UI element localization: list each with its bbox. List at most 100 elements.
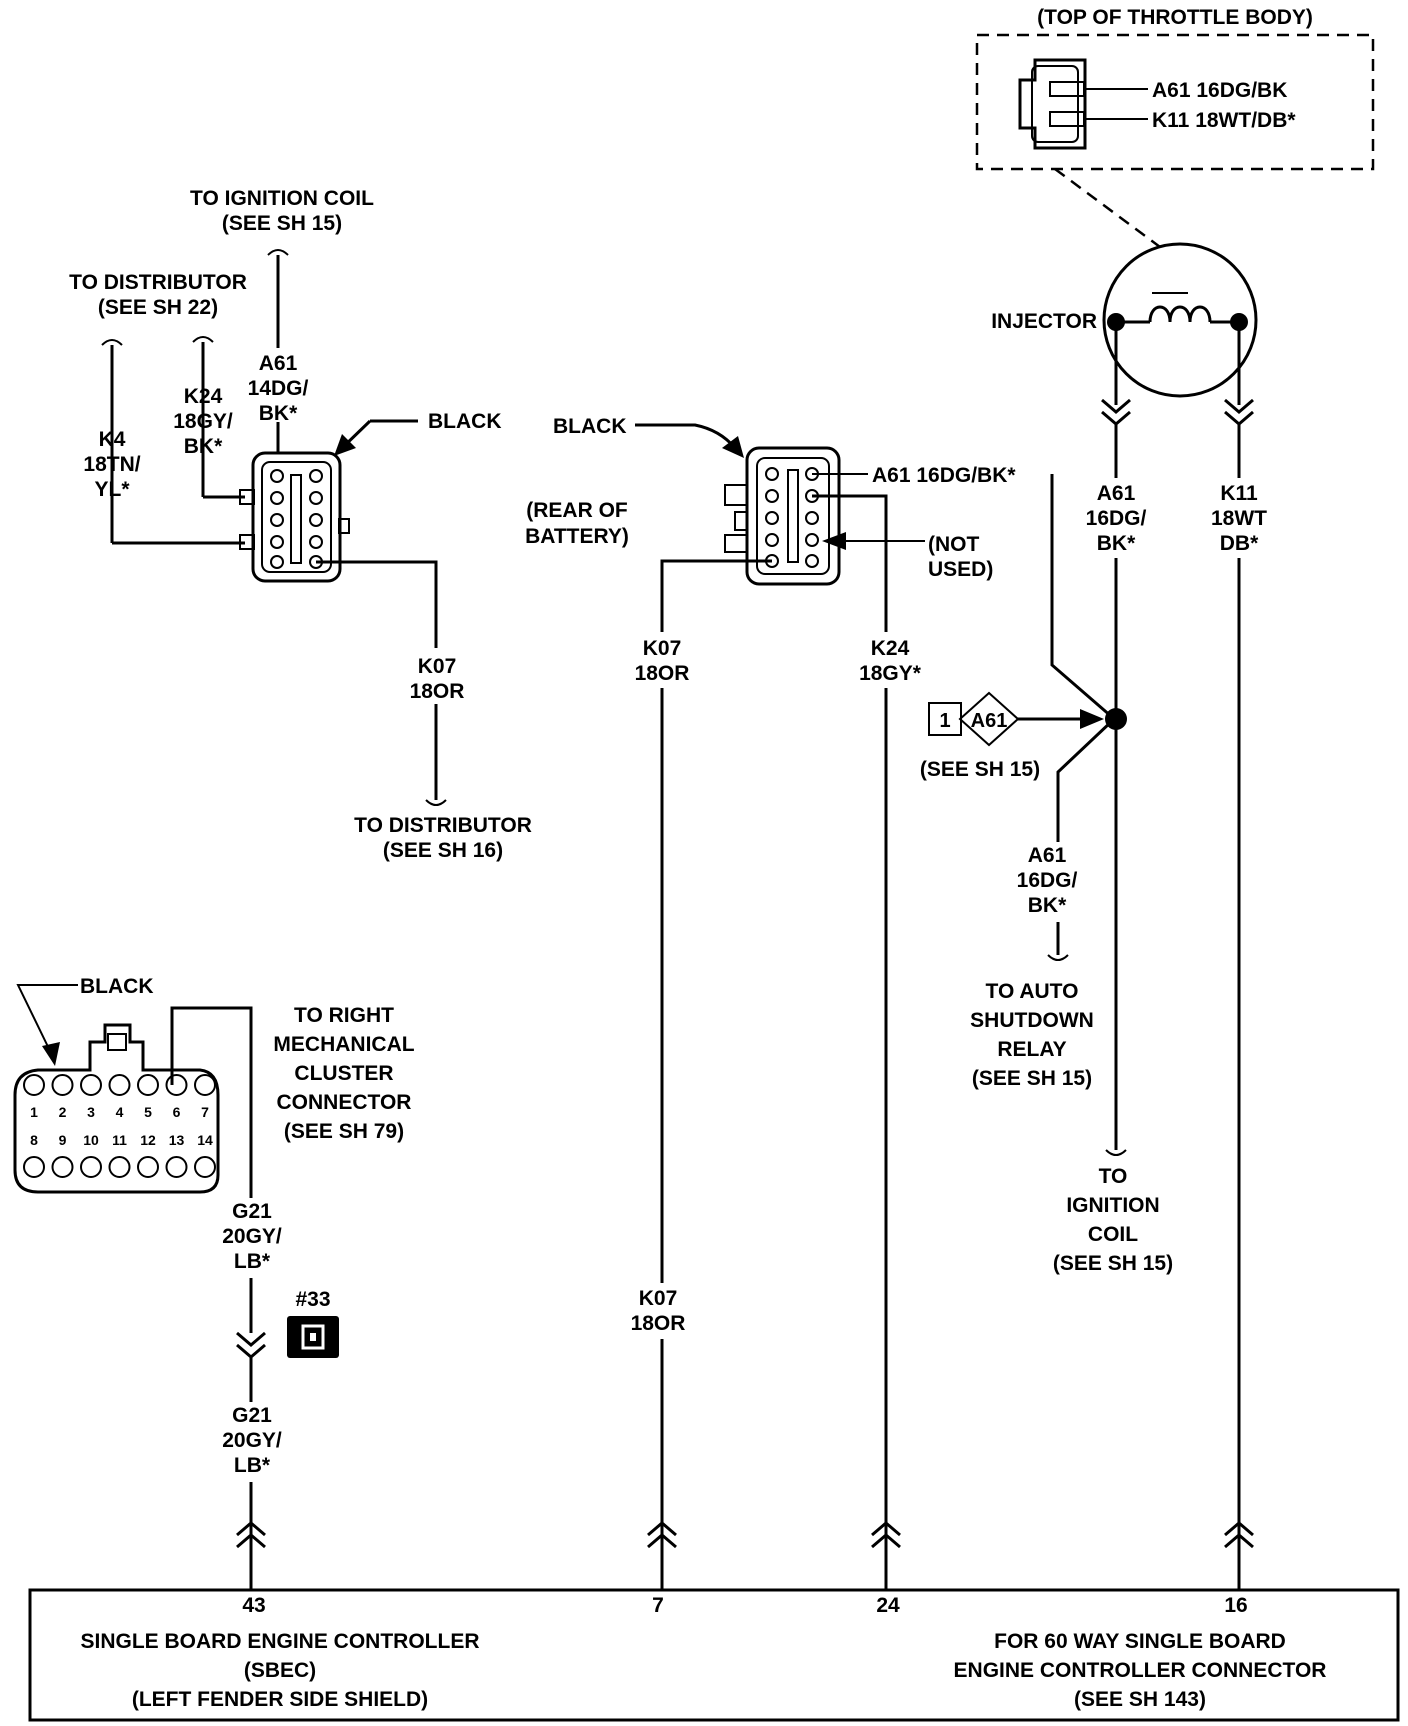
asd-line2: SHUTDOWN (970, 1009, 1094, 1032)
splice-point (1105, 708, 1127, 730)
battery-connector: BLACK (REAR OF BATTERY) A61 16DG/BK* (NO… (525, 415, 1016, 586)
sbec-left-line3: (LEFT FENDER SIDE SHIELD) (132, 1688, 428, 1711)
cluster-pin-socket-top (137, 1074, 159, 1096)
k07-left-label: K07 18OR (405, 648, 467, 704)
ignition-coil-top-label: TO IGNITION COIL (SEE SH 15) (190, 187, 374, 235)
splice-box-number: 1 (939, 710, 950, 732)
k07-mid-label: K07 18OR (622, 632, 702, 688)
cluster-pin-socket-bottom (194, 1156, 216, 1178)
distributor-top-label: TO DISTRIBUTOR (SEE SH 22) (69, 271, 247, 319)
a61-battery-to-splice (1050, 474, 1113, 719)
ignition-coil-top-line2: (SEE SH 15) (222, 212, 342, 235)
k24-left-gauge: 18GY/ (173, 410, 233, 433)
sbec-pin-43: 43 (242, 1594, 265, 1617)
sbec-box: 43 7 24 16 SINGLE BOARD ENGINE CONTROLLE… (28, 1588, 1400, 1722)
splice-box-label: A61 (971, 710, 1008, 732)
distributor-bottom-label: TO DISTRIBUTOR (SEE SH 16) (354, 814, 532, 862)
k24-left-code: K24 (184, 385, 223, 408)
cluster-pin-socket-bottom (165, 1156, 188, 1178)
cluster-pin-number-top: 5 (144, 1104, 152, 1120)
cluster-label: TO RIGHT MECHANICAL CLUSTER CONNECTOR (S… (273, 1004, 414, 1143)
k07-low-code: K07 (639, 1287, 678, 1310)
k24-mid-wire (812, 494, 888, 1590)
a61-injector-label: A61 16DG/ BK* (1084, 478, 1148, 558)
battery-location-line2: BATTERY) (525, 525, 629, 548)
g21-lower-code: G21 (232, 1404, 272, 1427)
k11-injector-label: K11 18WT DB* (1205, 478, 1273, 558)
cluster-pin-socket-bottom (108, 1156, 131, 1178)
cluster-pin-number-bottom: 14 (197, 1132, 213, 1148)
cluster-pin-number-top: 2 (59, 1104, 67, 1120)
sbec-pin-24: 24 (876, 1594, 900, 1617)
k07-left-code: K07 (418, 655, 457, 678)
g21-lower-color: LB* (234, 1454, 271, 1477)
k24-mid-code: K24 (871, 637, 910, 660)
g21-lower-label: G21 20GY/ LB* (212, 1402, 292, 1482)
splice-reference: 1 A61 (SEE SH 15) (920, 691, 1104, 781)
cluster-pin-socket-top (80, 1074, 102, 1096)
k07-left-gauge: 18OR (410, 680, 465, 703)
a61-splice-wire-label: A61 16DG/ BK* (1017, 842, 1094, 922)
distributor-top-line2: (SEE SH 22) (98, 296, 218, 319)
battery-pin-a61: A61 16DG/BK* (872, 464, 1016, 487)
g21-upper-wire (170, 1006, 253, 1333)
cluster-pin-socket-top (23, 1074, 45, 1096)
k24-left-label: K24 18GY/ BK* (173, 385, 233, 458)
a61-injector-code: A61 (1097, 482, 1136, 505)
cluster-pin-socket-bottom (23, 1156, 45, 1178)
g21-upper-color: LB* (234, 1250, 271, 1273)
ground-33-label: #33 (295, 1288, 330, 1311)
ignition-coil-bottom-label: TO IGNITION COIL (SEE SH 15) (1053, 1165, 1173, 1275)
ign-bottom-line4: (SEE SH 15) (1053, 1252, 1173, 1275)
cluster-pin-socket-bottom (51, 1156, 74, 1178)
a61-injector-color: BK* (1097, 532, 1136, 555)
cluster-pin-number-top: 7 (201, 1104, 209, 1120)
a61-injector-gauge: 16DG/ (1086, 507, 1147, 530)
sbec-left-line2: (SBEC) (244, 1659, 316, 1682)
cluster-pin-socket-top (165, 1074, 188, 1096)
battery-location-line1: (REAR OF (526, 499, 628, 522)
asd-line1: TO AUTO (986, 980, 1079, 1003)
k24-mid-label: K24 18GY* (846, 632, 932, 688)
distributor-bottom-line1: TO DISTRIBUTOR (354, 814, 532, 837)
injector: INJECTOR (991, 242, 1258, 405)
injector-label: INJECTOR (991, 310, 1097, 333)
throttle-body-connector: (TOP OF THROTTLE BODY) A61 16DG/BK K11 1… (975, 6, 1375, 249)
cluster-pin-number-bottom: 13 (169, 1132, 185, 1148)
ign-bottom-line3: COIL (1088, 1223, 1138, 1246)
not-used-line2: USED) (928, 558, 993, 581)
cluster-pin-number-top: 1 (30, 1104, 38, 1120)
k24-left-color: BK* (184, 435, 223, 458)
a61-left-label: A61 14DG/ BK* (248, 348, 309, 425)
cluster-pin-number-bottom: 9 (59, 1132, 67, 1148)
ign-bottom-line1: TO (1099, 1165, 1128, 1188)
cluster-pin-socket-top (194, 1074, 216, 1096)
k07-mid-gauge: 18OR (635, 662, 690, 685)
k07-low-label: K07 18OR (622, 1283, 702, 1339)
cluster-pin-socket-bottom (137, 1156, 159, 1178)
k4-label: K4 18TN/ YL* (83, 428, 140, 501)
sbec-left-line1: SINGLE BOARD ENGINE CONTROLLER (80, 1630, 479, 1653)
k11-injector-code: K11 (1220, 482, 1258, 505)
cluster-pin-number-bottom: 12 (140, 1132, 156, 1148)
g21-upper-gauge: 20GY/ (222, 1225, 282, 1248)
ground-33-icon: #33 (287, 1288, 339, 1358)
sbec-right-line3: (SEE SH 143) (1074, 1688, 1206, 1711)
distributor-bottom-line2: (SEE SH 16) (383, 839, 503, 862)
k4-color: YL* (94, 478, 130, 501)
cluster-pin-number-top: 3 (87, 1104, 95, 1120)
k07-mid-wire (660, 559, 772, 1590)
a61-left-gauge: 14DG/ (248, 377, 309, 400)
throttle-pin-k11: K11 18WT/DB* (1152, 109, 1296, 132)
k11-injector-color: DB* (1220, 532, 1259, 555)
asd-line3: RELAY (997, 1038, 1066, 1061)
a61-left-color: BK* (259, 402, 298, 425)
cluster-label-line1: TO RIGHT (294, 1004, 394, 1027)
a61-splice-gauge: 16DG/ (1017, 869, 1078, 892)
k07-mid-code: K07 (643, 637, 682, 660)
g21-upper-code: G21 (232, 1200, 272, 1223)
cluster-pin-socket-bottom (80, 1156, 102, 1178)
sbec-right-line1: FOR 60 WAY SINGLE BOARD (994, 1630, 1286, 1653)
sbec-right-line2: ENGINE CONTROLLER CONNECTOR (954, 1659, 1327, 1682)
